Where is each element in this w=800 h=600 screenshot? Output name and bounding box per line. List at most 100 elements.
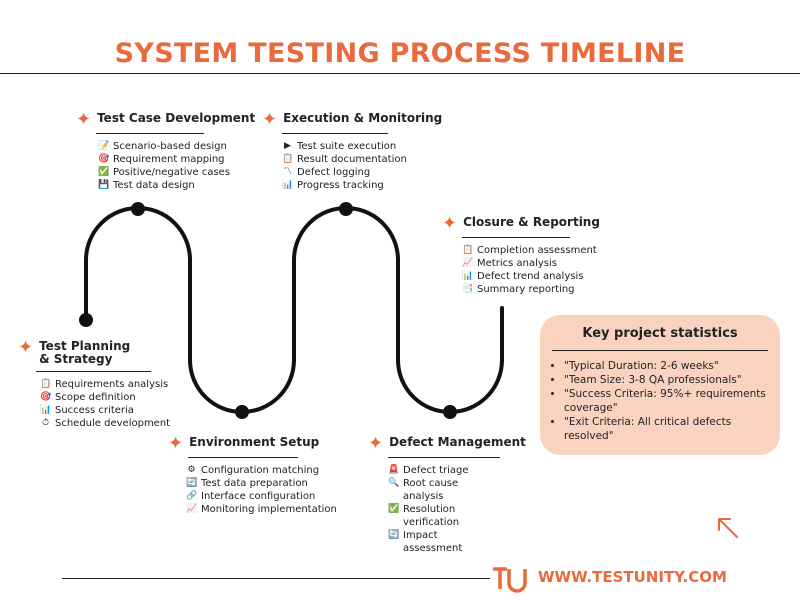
list-item: 📈Metrics analysis [462, 257, 612, 270]
item-label: Impact assessment [403, 530, 463, 554]
phase-items: 📋Requirements analysis 🎯Scope definition… [40, 378, 178, 430]
phase-underline [188, 457, 298, 458]
phase-underline [462, 237, 570, 238]
phase-items: ▶Test suite execution 📋Result documentat… [282, 140, 452, 192]
title-rule-left [0, 73, 258, 74]
memo-icon: 📑 [462, 284, 474, 294]
clipboard-icon: 📋 [282, 154, 294, 164]
stats-list: "Typical Duration: 2-6 weeks" "Team Size… [540, 359, 780, 443]
bar-chart-icon: 📊 [40, 405, 52, 415]
stats-item: "Exit Criteria: All critical defects res… [564, 415, 770, 443]
phase-underline [96, 133, 204, 134]
item-label: Scope definition [55, 392, 136, 403]
list-item: 🔍Root cause analysis [388, 477, 498, 503]
stats-heading: Key project statistics [582, 326, 738, 341]
refresh-icon: 🔄 [388, 530, 400, 540]
link-icon: 🔗 [186, 491, 198, 501]
stats-item: "Typical Duration: 2-6 weeks" [564, 359, 770, 373]
clipboard-icon: 📋 [462, 245, 474, 255]
sparkle-icon: ✦ [18, 337, 34, 358]
phase-items: 📝Scenario-based design 🎯Requirement mapp… [98, 140, 256, 192]
milestone-dot-3 [235, 405, 249, 419]
sparkle-icon: ✦ [168, 433, 184, 454]
sparkle-icon: ✦ [76, 109, 92, 130]
list-item: 🔗Interface configuration [186, 490, 348, 503]
testunity-logo-icon [493, 567, 527, 593]
item-label: Scenario-based design [113, 141, 227, 152]
list-item: 🚨Defect triage [388, 464, 498, 477]
bar-chart-icon: 📊 [462, 271, 474, 281]
sparkle-icon: ✦ [368, 433, 384, 454]
item-label: Requirement mapping [113, 154, 225, 165]
list-item: 📑Summary reporting [462, 283, 612, 296]
list-item: 📈Monitoring implementation [186, 503, 348, 516]
magnifier-icon: 🔍 [388, 478, 400, 488]
stats-item: "Team Size: 3-8 QA professionals" [564, 373, 770, 387]
phase-title: Execution & Monitoring [283, 111, 443, 125]
item-label: Resolution verification [403, 504, 460, 528]
phase-underline [282, 133, 388, 134]
list-item: ▶Test suite execution [282, 140, 452, 153]
list-item: 🔄Impact assessment [388, 529, 498, 555]
list-item: 🎯Requirement mapping [98, 153, 256, 166]
phase-test-case-development: ✦ Test Case Development 📝Scenario-based … [76, 109, 256, 192]
item-label: Configuration matching [201, 465, 320, 476]
phase-items: 📋Completion assessment 📈Metrics analysis… [462, 244, 612, 296]
phase-underline [388, 457, 500, 458]
phase-title: Test Case Development [97, 111, 256, 125]
title-rule-right [258, 73, 800, 74]
stopwatch-icon: ⏱ [41, 418, 50, 428]
list-item: 📋Result documentation [282, 153, 452, 166]
list-item: 🎯Scope definition [40, 391, 178, 404]
phase-environment-setup: ✦ Environment Setup ⚙Configuration match… [168, 433, 348, 516]
list-item: 📋Requirements analysis [40, 378, 178, 391]
list-item: ⏱Schedule development [40, 417, 178, 430]
item-label: Result documentation [297, 154, 407, 165]
phase-execution-monitoring: ✦ Execution & Monitoring ▶Test suite exe… [262, 109, 452, 192]
item-label: Progress tracking [297, 180, 384, 191]
clipboard-icon: 📋 [40, 379, 52, 389]
phase-defect-management: ✦ Defect Management 🚨Defect triage 🔍Root… [368, 433, 528, 555]
footer-url[interactable]: WWW.TESTUNITY.COM [538, 568, 727, 586]
footer-rule [62, 578, 490, 579]
list-item: 📊Defect trend analysis [462, 270, 612, 283]
item-label: Completion assessment [477, 245, 597, 256]
phase-title: Defect Management [389, 435, 526, 449]
gear-icon: ⚙ [187, 465, 196, 475]
siren-icon: 🚨 [388, 465, 400, 475]
phase-test-planning: ✦ Test Planning & Strategy 📋Requirements… [18, 337, 178, 430]
phase-underline [36, 371, 151, 372]
phase-title: & Strategy [39, 352, 113, 366]
phase-items: ⚙ Configuration matching 🔄Test data prepa… [186, 464, 348, 516]
item-label: Test data design [113, 180, 195, 191]
milestone-dot-4 [339, 202, 353, 216]
wave-icon: 〽 [282, 167, 292, 177]
refresh-icon: 🔄 [186, 478, 198, 488]
item-label: Test data preparation [201, 478, 308, 489]
item-label: Monitoring implementation [201, 504, 337, 515]
item-label: Success criteria [55, 405, 134, 416]
list-item: ⚙ Configuration matching [186, 464, 348, 477]
phase-title: Closure & Reporting [463, 215, 600, 229]
list-item: 🔄Test data preparation [186, 477, 348, 490]
trend-up-icon: 📈 [462, 258, 474, 268]
item-label: Summary reporting [477, 284, 575, 295]
trend-up-icon: 📈 [186, 504, 198, 514]
list-item: 〽Defect logging [282, 166, 452, 179]
item-label: Interface configuration [201, 491, 316, 502]
list-item: 📋Completion assessment [462, 244, 612, 257]
list-item: ✅Resolution verification [388, 503, 498, 529]
item-label: Test suite execution [297, 141, 397, 152]
arrow-up-left-icon [718, 518, 738, 538]
check-icon: ✅ [388, 504, 400, 514]
list-item: 📊Success criteria [40, 404, 178, 417]
item-label: Metrics analysis [477, 258, 557, 269]
target-icon: 🎯 [98, 154, 110, 164]
stats-underline [552, 350, 768, 351]
sparkle-icon: ✦ [262, 109, 278, 130]
item-label: Defect trend analysis [477, 271, 584, 282]
stats-item: "Success Criteria: 95%+ requirements cov… [564, 387, 770, 415]
milestone-dot-5 [443, 405, 457, 419]
item-label: Root cause analysis [403, 478, 459, 502]
